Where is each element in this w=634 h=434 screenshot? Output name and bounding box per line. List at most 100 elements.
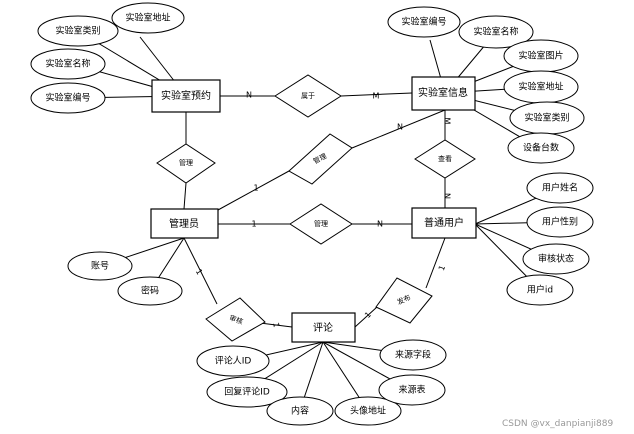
connector — [259, 322, 293, 328]
cardinality-label: 1 — [194, 268, 204, 277]
attribute-ellipse — [522, 243, 590, 275]
attribute-label: 用户性别 — [542, 216, 578, 228]
attribute-admin-password: 密码 — [117, 276, 183, 306]
entity-label: 普通用户 — [424, 216, 464, 229]
relationship-label: 管理 — [314, 219, 328, 228]
entity-lab-info: 实验室信息 — [411, 76, 476, 111]
attribute-label: 回复评论ID — [224, 386, 270, 398]
entity-user: 普通用户 — [411, 207, 477, 239]
relationship-view: 查看 — [414, 139, 476, 179]
relationship-label: 管理 — [179, 158, 193, 167]
attribute-user-name: 用户姓名 — [526, 172, 594, 204]
attribute-booking-number: 实验室编号 — [30, 82, 106, 114]
watermark-text: CSDN @vx_danpianji889 — [502, 419, 613, 429]
attribute-label: 来源字段 — [395, 349, 431, 361]
attribute-info-devices: 设备台数 — [507, 132, 575, 164]
relationship-diamond — [288, 133, 353, 185]
attribute-label: 审核状态 — [538, 253, 574, 265]
entity-box — [411, 207, 477, 239]
relationship-belongs: 属于 — [274, 74, 342, 118]
entity-box — [291, 312, 356, 343]
entity-label: 评论 — [313, 321, 333, 334]
attribute-label: 实验室编号 — [45, 92, 90, 104]
relationship-diamond — [414, 139, 476, 179]
attribute-ellipse — [196, 345, 270, 377]
cardinality-label: 1 — [363, 310, 373, 320]
attribute-label: 实验室类别 — [524, 112, 569, 124]
attribute-booking-address: 实验室地址 — [111, 2, 185, 34]
attribute-comment-content: 内容 — [266, 396, 334, 426]
attribute-ellipse — [67, 251, 133, 281]
attribute-label: 实验室类别 — [55, 25, 100, 37]
attribute-label: 内容 — [291, 405, 309, 417]
attribute-info-image: 实验室图片 — [503, 39, 579, 73]
attribute-label: 实验室编号 — [401, 16, 446, 28]
cardinality-label: N — [377, 220, 383, 229]
attribute-ellipse — [117, 276, 183, 306]
attribute-ellipse — [387, 6, 461, 38]
attribute-label: 实验室图片 — [518, 50, 563, 62]
attribute-label: 密码 — [141, 285, 159, 297]
entity-lab-booking: 实验室预约 — [151, 79, 221, 113]
attribute-ellipse — [30, 48, 106, 80]
relationship-publish: 发布 — [375, 277, 433, 324]
relationship-diamond — [205, 297, 266, 342]
attribute-ellipse — [507, 132, 575, 164]
connector — [425, 237, 446, 289]
relationship-diamond — [289, 203, 353, 245]
relationship-diamond — [375, 277, 433, 324]
attribute-comment-reply-id: 回复评论ID — [206, 376, 288, 408]
attribute-ellipse — [30, 82, 106, 114]
relationship-label: 属于 — [301, 92, 315, 100]
attribute-ellipse — [266, 396, 334, 426]
cardinality-label: 1 — [437, 264, 447, 272]
cardinality-label: N — [246, 91, 252, 100]
attribute-ellipse — [206, 376, 288, 408]
attribute-label: 评论人ID — [215, 355, 252, 367]
attribute-ellipse — [37, 15, 119, 47]
attribute-ellipse — [379, 339, 447, 371]
cardinality-label: M — [373, 92, 380, 101]
attribute-info-number: 实验室编号 — [387, 6, 461, 38]
connector — [351, 109, 446, 149]
cardinality-label: N — [443, 193, 452, 199]
attribute-comment-avatar: 头像地址 — [334, 396, 402, 426]
entity-admin: 管理员 — [150, 208, 219, 239]
attribute-label: 用户id — [527, 284, 553, 296]
connector — [217, 170, 290, 211]
connector — [183, 182, 187, 210]
attribute-label: 实验室名称 — [45, 58, 90, 70]
entity-box — [411, 76, 476, 111]
entity-label: 实验室预约 — [161, 89, 211, 102]
attribute-comment-source-table: 来源表 — [378, 374, 446, 406]
entity-box — [151, 79, 221, 113]
connector — [340, 92, 413, 97]
attribute-label: 用户姓名 — [542, 182, 578, 194]
attribute-admin-account: 账号 — [67, 251, 133, 281]
attribute-label: 账号 — [91, 261, 109, 272]
connector — [183, 237, 218, 305]
attribute-info-address: 实验室地址 — [503, 70, 579, 104]
connector — [354, 306, 378, 328]
attribute-label: 实验室地址 — [518, 81, 563, 93]
cardinality-label: 1 — [251, 220, 256, 229]
attribute-user-id: 用户id — [506, 274, 574, 306]
cardinality-label: N — [397, 123, 403, 132]
attribute-ellipse — [378, 374, 446, 406]
attribute-ellipse — [111, 2, 185, 34]
relationship-audit: 审核 — [205, 297, 266, 342]
attribute-ellipse — [458, 15, 534, 49]
attribute-ellipse — [526, 206, 594, 238]
relationship-label: 查看 — [438, 154, 452, 163]
attribute-booking-type: 实验室类别 — [37, 15, 119, 47]
attribute-booking-name: 实验室名称 — [30, 48, 106, 80]
attribute-info-type: 实验室类别 — [509, 101, 585, 135]
attribute-comment-source-field: 来源字段 — [379, 339, 447, 371]
attribute-label: 来源表 — [398, 384, 425, 396]
cardinality-labels: N M N 1 1 N M N 1 1 1 1 — [194, 91, 452, 329]
attribute-comment-user-id: 评论人ID — [196, 345, 270, 377]
cardinality-label: 1 — [271, 322, 281, 329]
attribute-label: 头像地址 — [350, 405, 386, 417]
